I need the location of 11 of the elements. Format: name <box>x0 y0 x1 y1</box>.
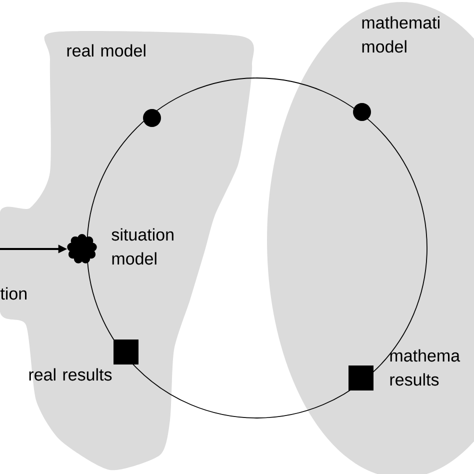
marker-label: real results <box>29 368 112 381</box>
marker-label: real model <box>67 44 146 57</box>
label: tion <box>0 287 26 300</box>
dot-marker <box>143 109 161 127</box>
square-marker <box>114 340 138 364</box>
square-marker <box>348 366 374 390</box>
marker-label: mathema results <box>390 349 460 386</box>
marker-label: mathemati model <box>362 16 440 53</box>
star-marker <box>67 234 97 264</box>
dot-marker <box>353 103 371 121</box>
marker-label: situation model <box>112 228 174 265</box>
